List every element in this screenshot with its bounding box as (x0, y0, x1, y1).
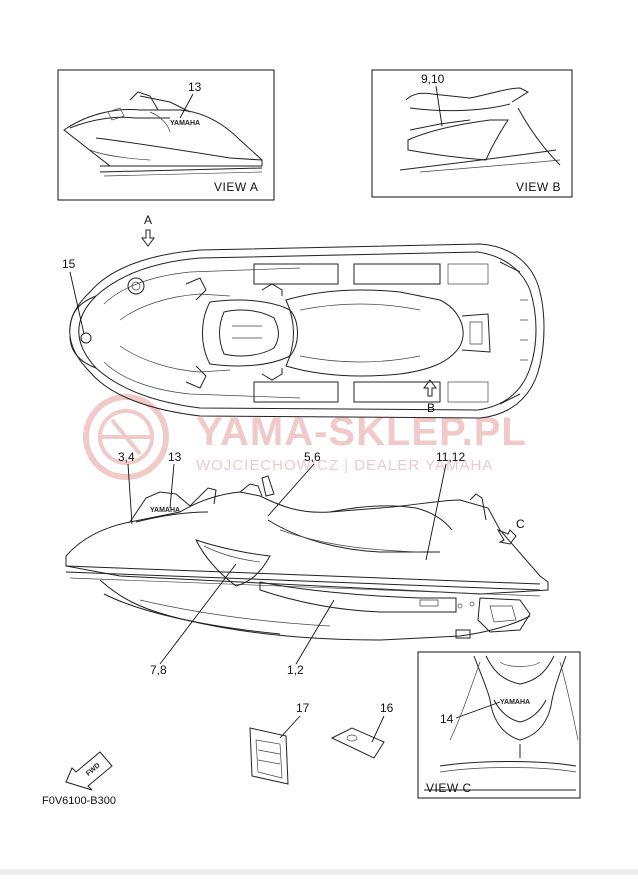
top-view-hull (69, 243, 545, 419)
callout-13-leader (169, 463, 175, 509)
view-c-frame (417, 651, 581, 799)
side-view-hull (65, 475, 549, 641)
view-c-leader (455, 701, 501, 719)
callout-17: 17 (296, 701, 310, 715)
side-view: YAMAHA 3,4 13 5,6 11,12 C 7,8 1,2 (65, 450, 549, 677)
fwd-label: FWD (85, 762, 102, 778)
callout-5-6-leader (267, 463, 315, 517)
callout-3-4-leader (127, 463, 133, 525)
view-c-yamaha-decal: YAMAHA (500, 699, 530, 706)
view-a-frame (57, 69, 275, 201)
view-a-label: VIEW A (214, 180, 258, 194)
callout-1-2: 1,2 (287, 663, 304, 677)
callout-15-leader (69, 271, 85, 335)
view-b-label: VIEW B (516, 180, 561, 194)
part-16-decal: 16 (330, 701, 394, 759)
part-17-decal-card: 17 (249, 701, 310, 785)
fwd-arrow-icon: FWD (65, 751, 113, 791)
callout-16-leader (371, 715, 385, 743)
arrow-b-label: B (427, 401, 435, 415)
view-a-yamaha-decal: YAMAHA (170, 120, 200, 127)
arrow-c-label: C (516, 517, 525, 531)
callout-5-6: 5,6 (304, 450, 321, 464)
top-view: A (62, 213, 545, 419)
diagram-code: F0V6100-B300 (42, 795, 116, 807)
view-c-panel: YAMAHA 14 VIEW C (417, 651, 581, 799)
callout-16: 16 (380, 701, 394, 715)
view-b-seat-drawing (399, 87, 561, 173)
view-a-leader (179, 93, 194, 119)
callout-7-8-leader (159, 563, 237, 665)
callout-17-leader (279, 715, 301, 739)
arrow-b-icon (423, 379, 437, 397)
callout-3-4: 3,4 (118, 450, 135, 464)
arrow-a-label: A (144, 213, 152, 227)
view-a-hull-drawing (63, 91, 263, 177)
side-yamaha-decal: YAMAHA (150, 507, 180, 514)
view-c-callout-14: 14 (440, 712, 454, 726)
view-c-label: VIEW C (426, 781, 472, 795)
callout-13-side: 13 (168, 450, 182, 464)
view-b-leader (435, 85, 443, 127)
callout-7-8: 7,8 (150, 663, 167, 677)
view-c-bow-drawing (424, 655, 579, 791)
callout-11-12-leader (425, 463, 447, 561)
arrow-a-icon (141, 229, 155, 247)
callout-1-2-leader (295, 599, 335, 665)
callout-11-12: 11,12 (436, 450, 465, 464)
view-b-panel: 9,10 VIEW B (371, 69, 573, 198)
arrow-c-icon (496, 528, 517, 545)
view-a-panel: YAMAHA 13 VIEW A (57, 69, 275, 201)
view-b-callout-9-10: 9,10 (421, 72, 445, 86)
view-a-callout-13: 13 (188, 80, 202, 94)
watermark-logo-icon (83, 394, 169, 480)
watermark-subtitle: WOJCIECHOWICZ | DEALER YAMAHA (196, 457, 493, 474)
view-b-frame (371, 69, 573, 198)
callout-15: 15 (62, 257, 76, 271)
